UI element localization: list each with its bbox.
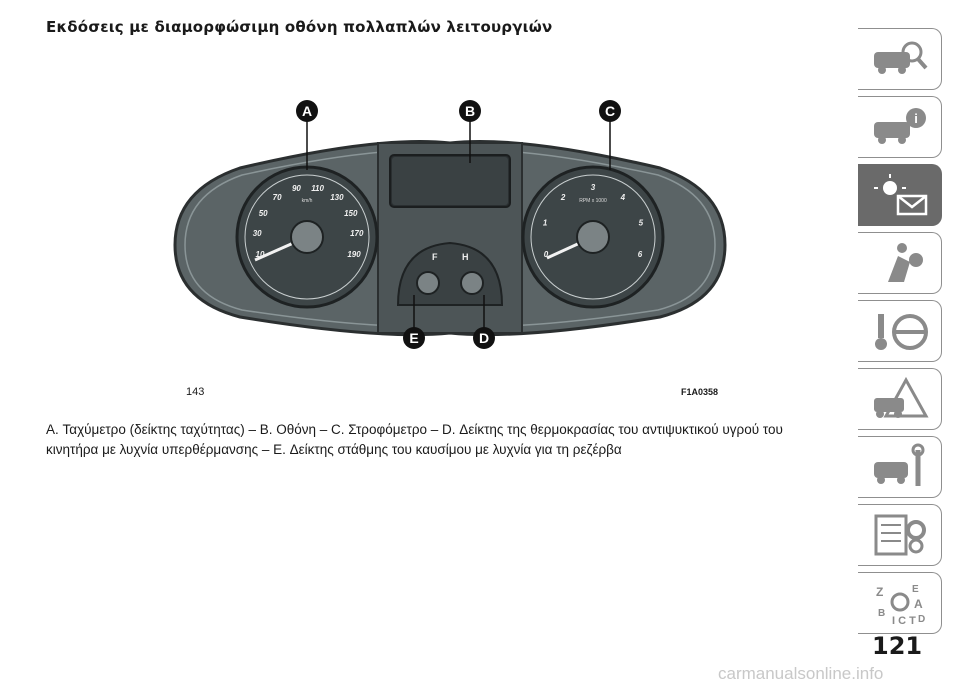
figure-code: F1A0358	[681, 387, 719, 397]
figure-number: 143	[186, 386, 205, 398]
callout-c-marker	[599, 100, 621, 122]
speedometer-tick-label: 130	[330, 193, 344, 202]
tab-warning-lights[interactable]	[858, 164, 942, 226]
car-emergency-icon	[873, 376, 929, 418]
car-wrench-icon	[873, 443, 924, 486]
tab-car-info[interactable]: i	[858, 96, 942, 158]
alphabet-index-icon: Z EA B DI C T	[876, 584, 925, 627]
speedometer-unit: km/h	[302, 198, 313, 204]
speedometer-tick-label: 90	[292, 184, 301, 193]
temp-gauge-label: H	[462, 252, 469, 262]
tab-technical-data[interactable]	[858, 504, 942, 566]
tachometer-tick-label: 6	[638, 250, 643, 259]
figure-caption: A. Ταχύμετρο (δείκτης ταχύτητας) – B. Οθ…	[46, 422, 783, 457]
tachometer-tick-label: 3	[591, 183, 596, 192]
callout-b-marker	[459, 100, 481, 122]
callout-d-label: D	[479, 330, 489, 346]
page-number: 121	[872, 632, 923, 660]
callout-a-marker	[296, 100, 318, 122]
tachometer-tick-labels: 0 1 2 3 4 5 6	[543, 183, 644, 259]
car-search-icon	[873, 41, 927, 74]
tab-starting-driving[interactable]	[858, 300, 942, 362]
fuel-gauge-label: F	[432, 252, 438, 262]
car-info-icon: i	[873, 108, 926, 144]
page-title: Εκδόσεις με διαμορφώσιμη οθόνη πολλαπλών…	[46, 18, 553, 36]
tachometer-unit: RPM x 1000	[579, 198, 607, 204]
svg-text:A: A	[914, 597, 923, 611]
speedometer-tick-label: 70	[273, 193, 282, 202]
svg-text:D: D	[918, 614, 925, 625]
key-steering-wheel-icon	[874, 314, 928, 350]
watermark: carmanualsonline.info	[718, 664, 884, 683]
callout-d-marker	[473, 327, 495, 349]
svg-text:i: i	[914, 111, 918, 126]
speedometer-tick-label: 170	[350, 229, 364, 238]
callout-c-label: C	[605, 103, 615, 119]
tab-maintenance[interactable]	[858, 436, 942, 498]
tachometer-tick-label: 4	[620, 193, 626, 202]
speedometer-tick-label: 50	[259, 209, 268, 218]
speedometer-tick-label: 10	[256, 250, 265, 259]
svg-text:B: B	[878, 608, 885, 619]
speedometer-tick-label: 150	[344, 209, 358, 218]
svg-text:E: E	[912, 584, 919, 595]
speedometer-tick-label: 30	[253, 229, 262, 238]
tachometer-tick-label: 1	[543, 219, 548, 228]
spec-sheet-gear-icon	[874, 514, 926, 556]
callout-e-marker	[403, 327, 425, 349]
warning-light-message-icon	[873, 174, 927, 216]
callout-e-label: E	[409, 330, 418, 346]
callout-a-label: A	[302, 103, 312, 119]
figure-callouts: A B C D E	[296, 100, 621, 349]
speedometer-tick-label: 190	[347, 250, 361, 259]
speedometer-tick-label: 110	[311, 184, 324, 193]
svg-text:Z: Z	[876, 585, 883, 599]
tab-safety[interactable]	[858, 232, 942, 294]
tachometer-tick-label: 5	[639, 219, 644, 228]
seat-airbag-icon	[887, 243, 923, 282]
tab-car-search[interactable]	[858, 28, 942, 90]
tab-emergency[interactable]	[858, 368, 942, 430]
tachometer-tick-label: 2	[560, 193, 566, 202]
svg-text:I C T: I C T	[892, 615, 916, 627]
callout-b-label: B	[465, 103, 475, 119]
tachometer-tick-label: 0	[544, 250, 549, 259]
